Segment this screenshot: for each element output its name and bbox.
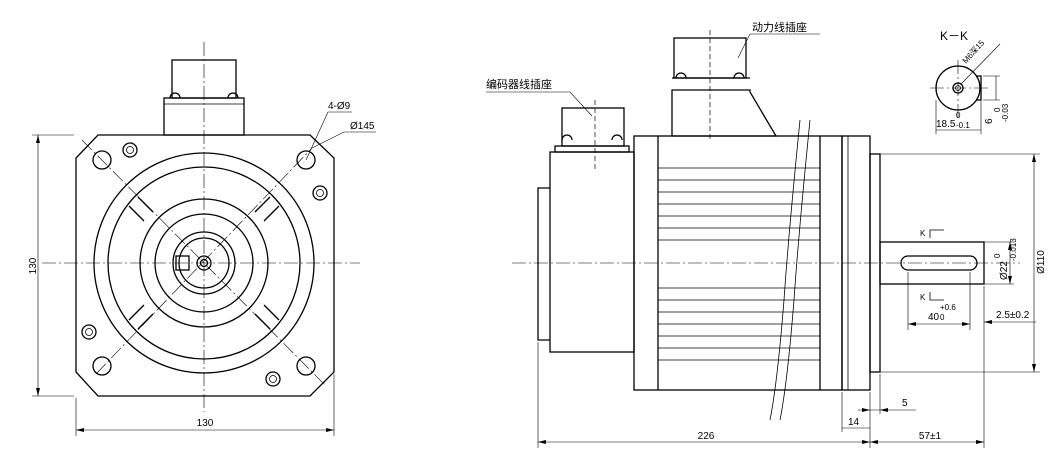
front-key [175,255,190,271]
front-pcd-label: Ø145 [350,121,375,132]
shaft-diameter-dimension: Ø22 [999,261,1010,280]
front-mounting-holes [92,150,316,376]
svg-text:0: 0 [956,111,961,120]
front-width-dimension: 130 [197,418,214,429]
total-length-dimension: 226 [698,431,715,442]
svg-text:0: 0 [993,253,1002,258]
cooling-fins [658,167,820,361]
power-socket-label: 动力线插座 [752,20,807,34]
svg-text:+0.6: +0.6 [940,303,956,312]
svg-text:K: K [920,229,926,238]
svg-text:-0.013: -0.013 [1009,238,1018,261]
side-view: K K 动力线插座 编码器线插座 226 14 5 57±1 40 [486,20,1047,448]
shaft-end-dimension: 2.5±0.2 [996,310,1030,321]
section-key-dimension: 6 [984,118,995,124]
encoder-connector [561,100,625,170]
front-screws [81,142,328,387]
front-hole-pattern-label: 4-Ø9 [328,101,351,112]
encoder-cap [537,187,550,341]
front-spokes [128,196,280,330]
svg-text:-0.1: -0.1 [956,121,970,130]
keyway [900,255,978,271]
section-view: K－K M6深15 18.5 0 -0.1 6 0 -0.03 [930,29,1010,134]
front-outer-ring [93,152,315,374]
section-title: K－K [940,29,968,43]
front-height-dimension: 130 [28,257,39,274]
shaft-length-dimension: 57±1 [919,431,942,442]
key-length-dimension: 40 [928,312,940,323]
section-depth-dimension: 18.5 [936,119,956,130]
spigot-diameter-dimension: Ø110 [1036,250,1047,274]
svg-text:0: 0 [940,313,945,322]
svg-text:-0.03: -0.03 [1001,103,1010,122]
front-view: 4-Ø9 Ø145 130 130 [28,42,376,436]
spigot-dimension: 5 [902,398,908,409]
svg-text:K: K [920,293,926,302]
svg-text:0: 0 [993,107,1002,112]
power-connector [671,30,778,140]
shaft [879,241,985,285]
front-shaft [196,255,212,271]
flange-thickness-dimension: 14 [848,417,860,428]
front-flange-outline [75,134,335,397]
encoder-socket-label: 编码器线插座 [486,77,552,91]
